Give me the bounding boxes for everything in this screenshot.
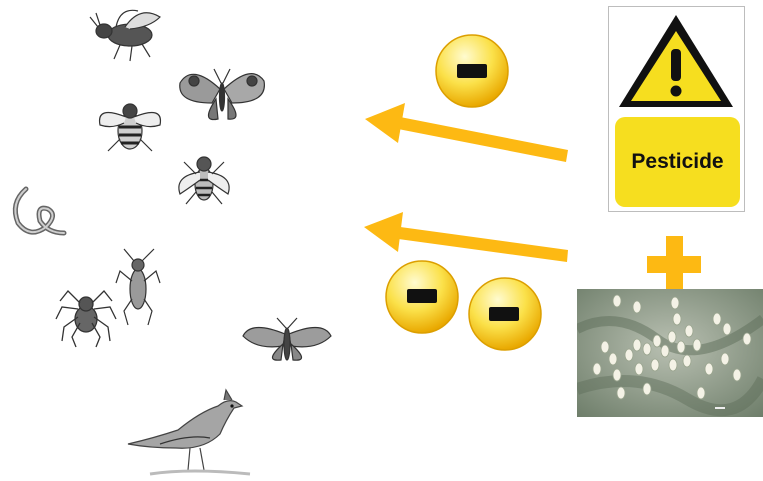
minus-badge-lower-right	[468, 277, 542, 351]
arrow-upper	[365, 103, 568, 162]
spider-icon	[55, 290, 117, 348]
microscope-eggs-image	[577, 289, 763, 417]
skylark-icon	[127, 388, 251, 476]
bumblebee-icon	[98, 103, 162, 152]
butterfly-icon	[179, 68, 265, 121]
bee-icon	[89, 9, 161, 62]
pesticide-label-panel: Pesticide	[615, 117, 740, 207]
plus-sign	[647, 236, 701, 294]
hoverfly-icon	[178, 156, 230, 205]
arrow-lower	[364, 212, 568, 262]
worm-icon	[12, 186, 67, 236]
cricket-icon	[115, 248, 161, 326]
minus-badge-lower-left	[385, 260, 459, 334]
pesticide-label: Pesticide	[631, 150, 724, 173]
pesticide-warning-sign: Pesticide	[608, 6, 745, 212]
minus-badge-upper	[435, 34, 509, 108]
moth-icon	[242, 317, 332, 361]
warning-triangle-icon	[619, 15, 733, 107]
